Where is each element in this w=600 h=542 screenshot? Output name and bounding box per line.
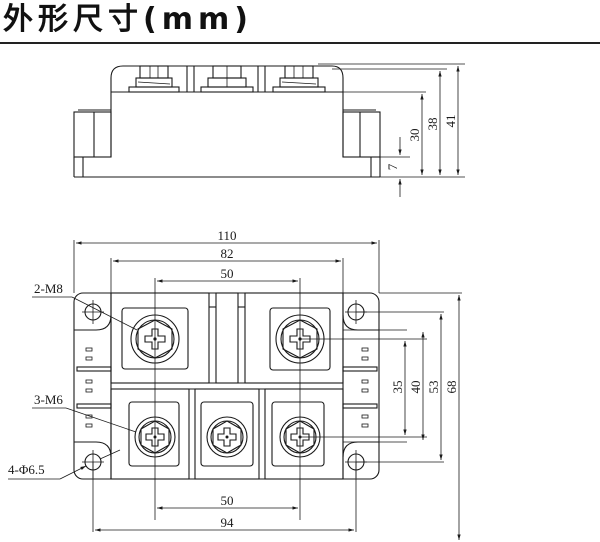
terminal-pad-5 <box>271 401 325 467</box>
side-terminal-1 <box>128 65 180 93</box>
right-flange <box>342 111 381 158</box>
left-flange <box>73 111 112 158</box>
side-terminal-3 <box>272 65 326 93</box>
terminal-pad-3 <box>128 401 180 467</box>
callout-3-m6-label: 3-M6 <box>34 392 63 407</box>
callout-2-m8: 2-M8 <box>32 281 138 331</box>
dim-94: 94 <box>221 515 235 530</box>
dim-40: 40 <box>408 381 423 394</box>
m6-screw-2 <box>206 416 248 458</box>
page-title: 外形尺寸(mm) <box>3 2 253 37</box>
terminal-pad-4 <box>200 401 254 467</box>
dim-68: 68 <box>444 381 459 394</box>
top-view: 110 82 50 50 94 35 40 53 68 2-M8 <box>8 228 462 540</box>
title-underline <box>0 42 600 44</box>
dim-7: 7 <box>385 163 400 170</box>
side-view: 41 38 30 7 <box>73 63 465 197</box>
dim-110: 110 <box>217 228 236 243</box>
callout-2-m8-label: 2-M8 <box>34 281 63 296</box>
dim-38: 38 <box>425 118 440 131</box>
dim-41: 41 <box>443 115 458 128</box>
callout-4-phi6-5: 4-Φ6.5 <box>8 449 121 480</box>
dim-35: 35 <box>390 381 405 394</box>
dim-50-bottom: 50 <box>221 493 234 508</box>
callout-4-phi6-5-label: 4-Φ6.5 <box>8 462 45 477</box>
right-vent-slots <box>342 347 378 428</box>
left-vent-slots <box>76 347 112 428</box>
dim-50-top: 50 <box>221 266 234 281</box>
dim-82: 82 <box>221 246 234 261</box>
dim-30: 30 <box>407 129 422 142</box>
dim-53: 53 <box>426 381 441 394</box>
side-terminal-2 <box>200 65 254 93</box>
callout-3-m6: 3-M6 <box>32 392 137 433</box>
